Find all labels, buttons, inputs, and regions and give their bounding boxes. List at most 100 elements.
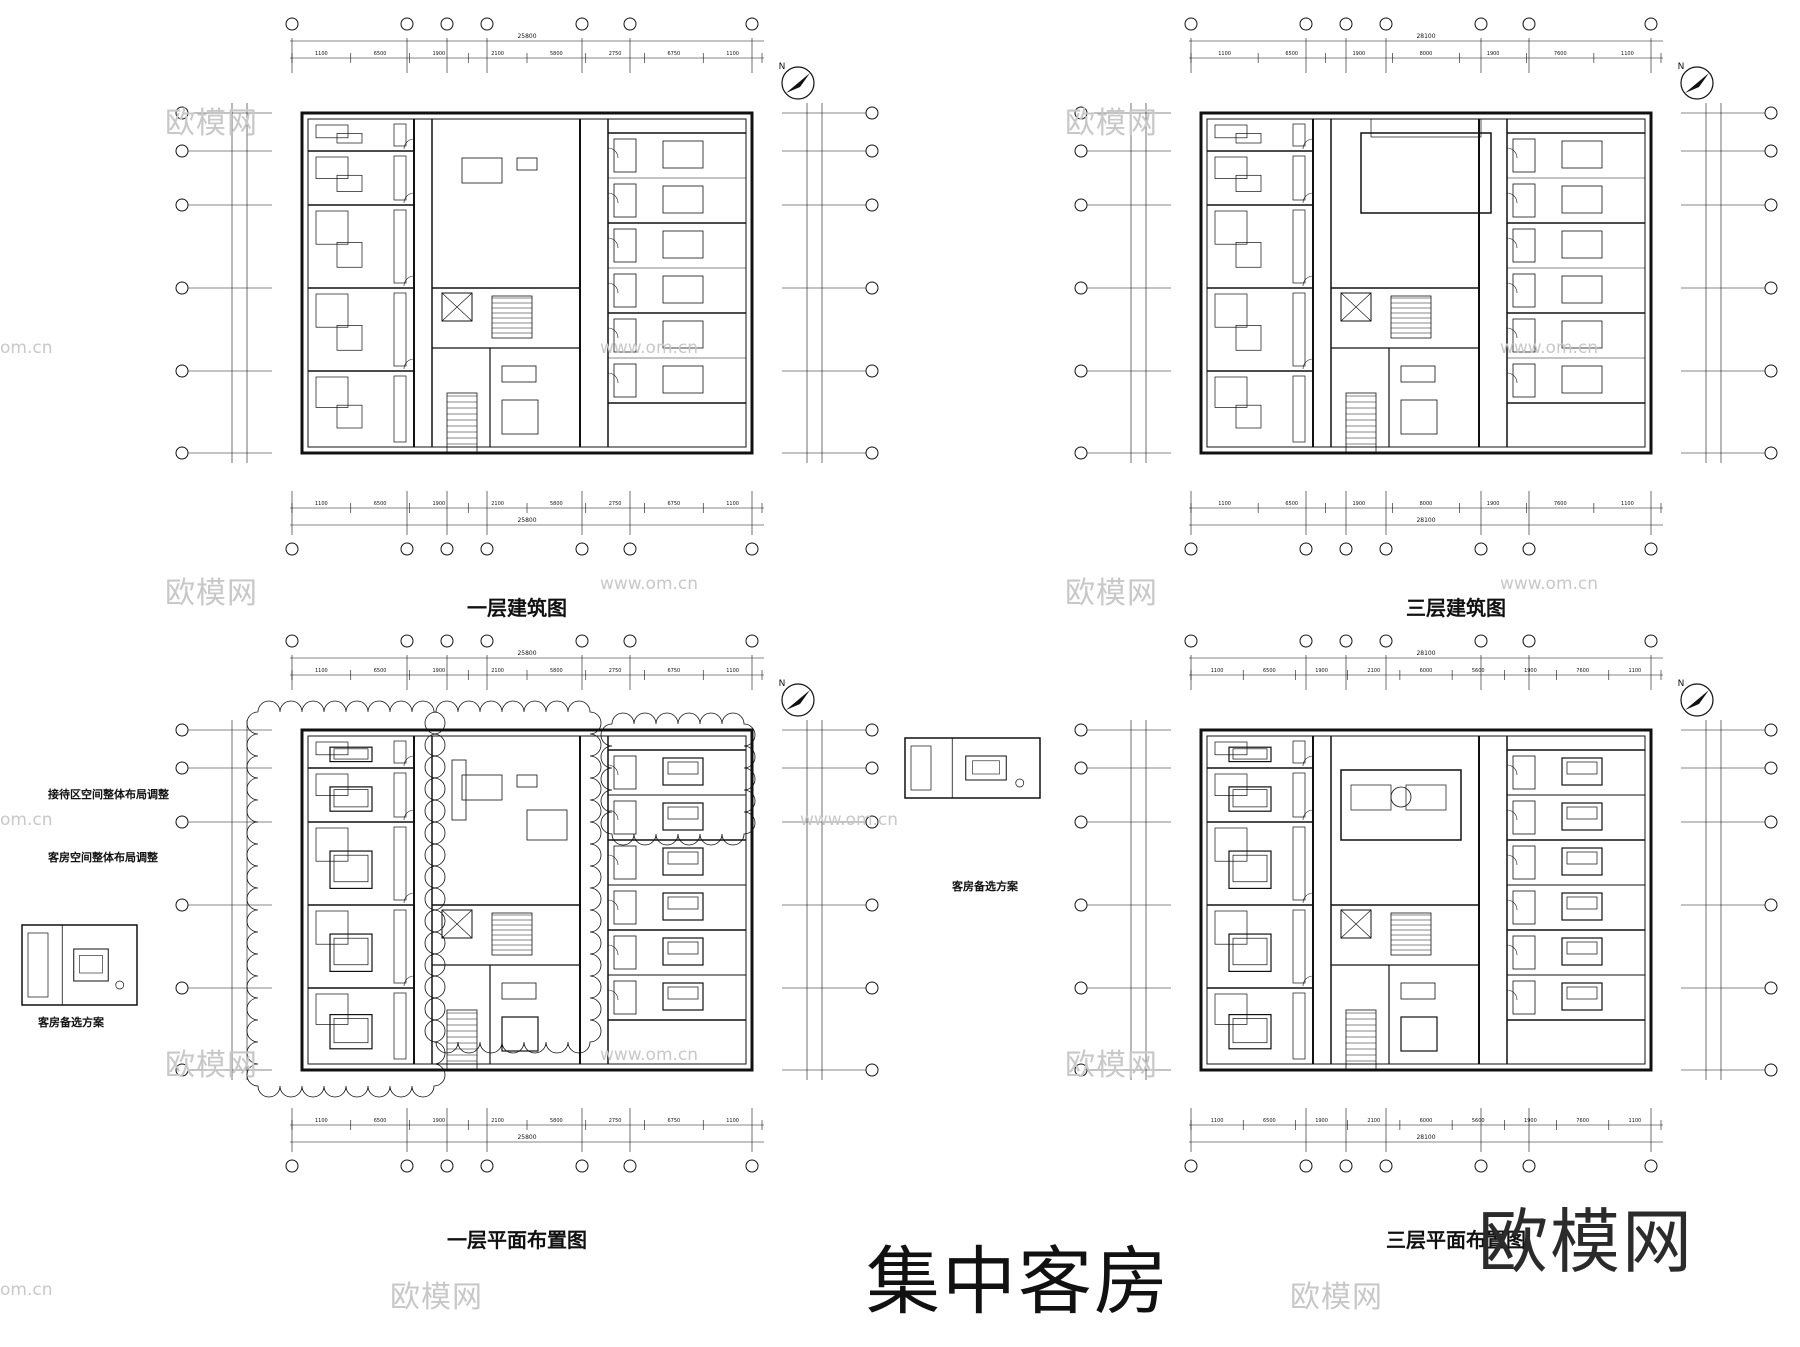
dim-total: 25800 (517, 1134, 536, 1141)
plan-title-3f-layout: 三层平面布置图 (1386, 1228, 1526, 1252)
north-arrow-icon: N (779, 679, 815, 717)
watermark-logo-text: 欧模网 (1478, 1201, 1694, 1283)
dim-label: 2100 (491, 1118, 504, 1124)
dim-label: 1100 (726, 1118, 739, 1124)
dim-label: 5800 (550, 1118, 563, 1124)
dim-label: 1900 (433, 1118, 446, 1124)
sheet-main-title: 集中客房 (866, 1239, 1170, 1325)
dim-label: 1100 (1629, 1118, 1642, 1124)
dim-label: 1900 (1487, 501, 1500, 507)
note-reception-adjust: 接待区空间整体布局调整 (48, 788, 169, 801)
north-label: N (779, 679, 786, 689)
axis-grid (1074, 634, 1778, 1173)
dim-total: 25800 (517, 33, 536, 40)
dim-label: 7600 (1576, 1118, 1589, 1124)
dim-label: 1100 (315, 668, 328, 674)
north-arrow-icon: N (779, 62, 815, 100)
dim-label: 5800 (550, 668, 563, 674)
dim-label: 1900 (1315, 668, 1328, 674)
dim-total: 28100 (1416, 1134, 1435, 1141)
dim-label: 8000 (1420, 501, 1433, 507)
dim-label: 6750 (668, 1118, 681, 1124)
north-label: N (779, 62, 786, 72)
dim-label: 5800 (550, 51, 563, 57)
dim-label: 1100 (1621, 501, 1634, 507)
dim-label: 2750 (609, 51, 622, 57)
dim-label: 1900 (433, 51, 446, 57)
dim-label: 1100 (315, 501, 328, 507)
dim-label: 6500 (374, 668, 387, 674)
dim-label: 7600 (1554, 501, 1567, 507)
dim-label: 1900 (1315, 1118, 1328, 1124)
dim-label: 6500 (1263, 1118, 1276, 1124)
dim-label: 2100 (1367, 668, 1380, 674)
floor-plan-plan-1f-arch: 1100 1100 6500 6500 1900 1900 2100 2100 5800 5800… (175, 17, 879, 556)
dim-label: 1100 (726, 51, 739, 57)
dim-label: 8000 (1420, 51, 1433, 57)
dim-label: 6000 (1420, 1118, 1433, 1124)
dim-label: 6500 (374, 51, 387, 57)
dim-label: 7600 (1576, 668, 1589, 674)
dim-label: 6500 (374, 1118, 387, 1124)
dim-label: 1100 (1629, 668, 1642, 674)
note-alt-room-left: 客房备选方案 (38, 1016, 104, 1029)
north-arrow-icon: N (1678, 62, 1714, 100)
floor-plan-plan-3f-arch: 1100110065006500190019008000800019001900… (1074, 17, 1778, 556)
dim-label: 1100 (1218, 51, 1231, 57)
dim-label: 1100 (1621, 51, 1634, 57)
dimension-chains: 1100 1100 6500 6500 1900 1900 2100 2100 6000 6000… (1130, 650, 1722, 1143)
dim-label: 1100 (726, 668, 739, 674)
note-alt-room-right: 客房备选方案 (952, 880, 1018, 893)
dim-label: 7600 (1554, 51, 1567, 57)
dimension-chains: 1100110065006500190019002100210058005800… (231, 650, 823, 1143)
dim-label: 1100 (726, 501, 739, 507)
dim-label: 6750 (668, 501, 681, 507)
dim-label: 6500 (374, 501, 387, 507)
axis-grid (175, 17, 879, 556)
plan-title-1f-arch: 一层建筑图 (467, 596, 567, 620)
dim-label: 1900 (433, 501, 446, 507)
north-label: N (1678, 679, 1685, 689)
dim-label: 5600 (1472, 668, 1485, 674)
dim-label: 2750 (609, 1118, 622, 1124)
plan-title-1f-layout: 一层平面布置图 (447, 1228, 587, 1252)
floor-plan-plan-1f-layout: 1100110065006500190019002100210058005800… (175, 634, 879, 1173)
dim-total: 28100 (1416, 650, 1435, 657)
dim-label: 6500 (1263, 668, 1276, 674)
dim-label: 6000 (1420, 668, 1433, 674)
dim-label: 5600 (1472, 1118, 1485, 1124)
dim-total: 28100 (1416, 517, 1435, 524)
dim-total: 25800 (517, 517, 536, 524)
north-arrow-icon: N (1678, 679, 1714, 717)
dim-label: 6500 (1285, 51, 1298, 57)
dim-label: 1100 (315, 51, 328, 57)
dim-label: 2100 (491, 51, 504, 57)
axis-grid (175, 634, 879, 1173)
dim-label: 1900 (1352, 501, 1365, 507)
dim-total: 28100 (1416, 33, 1435, 40)
dim-label: 1900 (1524, 1118, 1537, 1124)
dim-total: 25800 (517, 650, 536, 657)
dim-label: 1100 (1218, 501, 1231, 507)
plan-title-3f-arch: 三层建筑图 (1406, 596, 1506, 620)
dim-label: 2100 (491, 501, 504, 507)
dim-label: 1900 (1524, 668, 1537, 674)
axis-grid (1074, 17, 1778, 556)
revision-clouds (246, 700, 756, 1098)
dim-label: 1900 (1352, 51, 1365, 57)
dimension-chains: 1100 1100 6500 6500 1900 1900 2100 2100 5800 5800… (231, 33, 823, 526)
dim-label: 1100 (1211, 1118, 1224, 1124)
dim-label: 1100 (315, 1118, 328, 1124)
dim-label: 2100 (1367, 1118, 1380, 1124)
dim-label: 6750 (668, 51, 681, 57)
dim-label: 1900 (1487, 51, 1500, 57)
dim-label: 1100 (1211, 668, 1224, 674)
alt-room-sketch-left (21, 924, 138, 1006)
dim-label: 2750 (609, 668, 622, 674)
alt-room-sketch-right (904, 737, 1041, 799)
dim-label: 1900 (433, 668, 446, 674)
dim-label: 5800 (550, 501, 563, 507)
north-label: N (1678, 62, 1685, 72)
floor-plan-plan-3f-layout: 1100 1100 6500 6500 1900 1900 2100 2100 6000 6000… (1074, 634, 1778, 1173)
